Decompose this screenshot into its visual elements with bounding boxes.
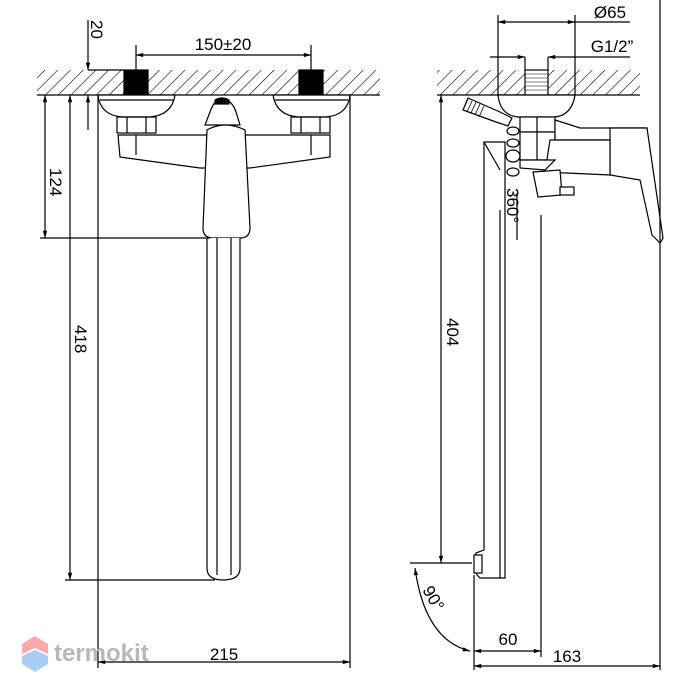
dim-inlet-spacing: 150±20 bbox=[195, 35, 252, 54]
dim-swivel-angle: 90° bbox=[419, 583, 448, 615]
watermark: termokit bbox=[22, 636, 149, 672]
spout bbox=[206, 238, 241, 581]
dim-spout-length: 404 bbox=[443, 318, 462, 346]
side-handle bbox=[609, 127, 664, 244]
dim-spout-height: 418 bbox=[71, 325, 90, 353]
inlet-pipe-right bbox=[298, 69, 324, 96]
dim-handle-height: 124 bbox=[46, 168, 65, 196]
wall-hatch-left bbox=[37, 70, 380, 95]
nut-left bbox=[116, 116, 157, 134]
escutcheon-left bbox=[97, 94, 176, 118]
front-view bbox=[37, 20, 380, 668]
dim-spout-reach: 60 bbox=[499, 630, 518, 649]
dim-escutcheon-diameter: Ø65 bbox=[594, 3, 626, 22]
dim-wall-offset: 20 bbox=[87, 20, 106, 39]
dim-total-width: 215 bbox=[210, 645, 238, 664]
side-view bbox=[410, 0, 664, 670]
handle-lever bbox=[202, 124, 251, 239]
dim-total-depth: 163 bbox=[553, 647, 581, 666]
nut-right bbox=[290, 116, 331, 134]
inlet-pipe-left bbox=[123, 69, 149, 96]
watermark-text: termokit bbox=[54, 640, 149, 667]
dim-rotation: 360° bbox=[503, 188, 522, 223]
termokit-logo-icon bbox=[22, 636, 48, 672]
dim-thread-size: G1/2” bbox=[591, 37, 634, 56]
escutcheon-right bbox=[272, 94, 351, 118]
